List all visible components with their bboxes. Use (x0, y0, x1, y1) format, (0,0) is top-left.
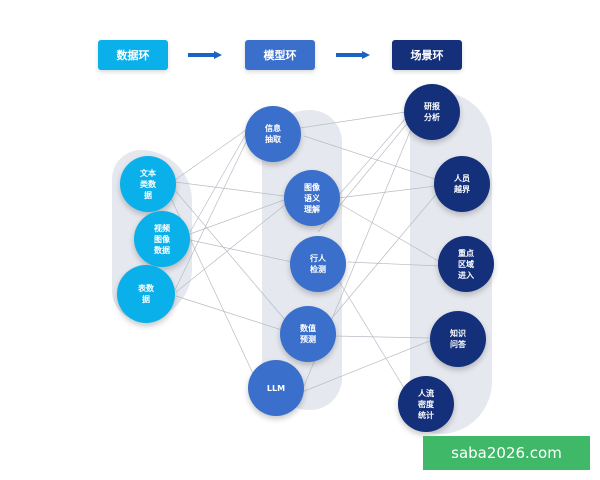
data-node-video-image: 视频 图像 数据 (134, 211, 190, 267)
model-node-numeric-prediction: 数值 预测 (280, 306, 336, 362)
arrow-right-icon (336, 51, 370, 59)
data-node-table: 表数 据 (117, 265, 175, 323)
scene-node-crowd-density: 人流 密度 统计 (398, 376, 454, 432)
watermark-label: saba2026.com (423, 436, 590, 470)
arrow-right-icon (188, 51, 222, 59)
model-node-image-semantics: 图像 语义 理解 (284, 170, 340, 226)
scene-node-knowledge-qa: 知识 问答 (430, 311, 486, 367)
scene-node-key-area-entry: 重点 区域 进入 (438, 236, 494, 292)
model-node-pedestrian-detection: 行人 检测 (290, 236, 346, 292)
model-node-llm: LLM (248, 360, 304, 416)
model-ring-header: 模型环 (245, 40, 315, 70)
scene-node-personnel-boundary: 人员 越界 (434, 156, 490, 212)
scene-node-research-report: 研报 分析 (404, 84, 460, 140)
data-ring-header: 数据环 (98, 40, 168, 70)
model-node-info-extraction: 信息 抽取 (245, 106, 301, 162)
scene-ring-header: 场景环 (392, 40, 462, 70)
data-node-text: 文本 类数 据 (120, 156, 176, 212)
